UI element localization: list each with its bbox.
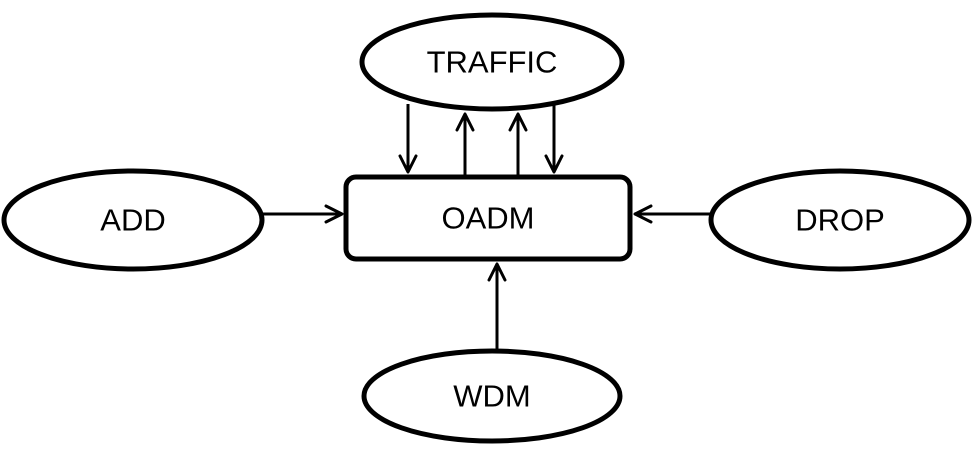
node-drop: DROP xyxy=(708,168,972,272)
wdm-ellipse xyxy=(361,348,623,444)
traffic-label: TRAFFIC xyxy=(427,45,558,80)
node-add: ADD xyxy=(1,168,265,272)
wdm-label: WDM xyxy=(453,379,530,414)
traffic-ellipse xyxy=(359,12,625,112)
drop-label: DROP xyxy=(795,203,885,238)
node-wdm: WDM xyxy=(361,348,623,444)
node-traffic: TRAFFIC xyxy=(359,12,625,112)
oadm-box xyxy=(343,174,633,262)
drop-ellipse xyxy=(708,168,972,272)
add-label: ADD xyxy=(100,203,165,238)
node-oadm: OADM xyxy=(343,174,633,262)
edges xyxy=(262,104,711,358)
oadm-label: OADM xyxy=(442,201,535,236)
add-ellipse xyxy=(1,168,265,272)
